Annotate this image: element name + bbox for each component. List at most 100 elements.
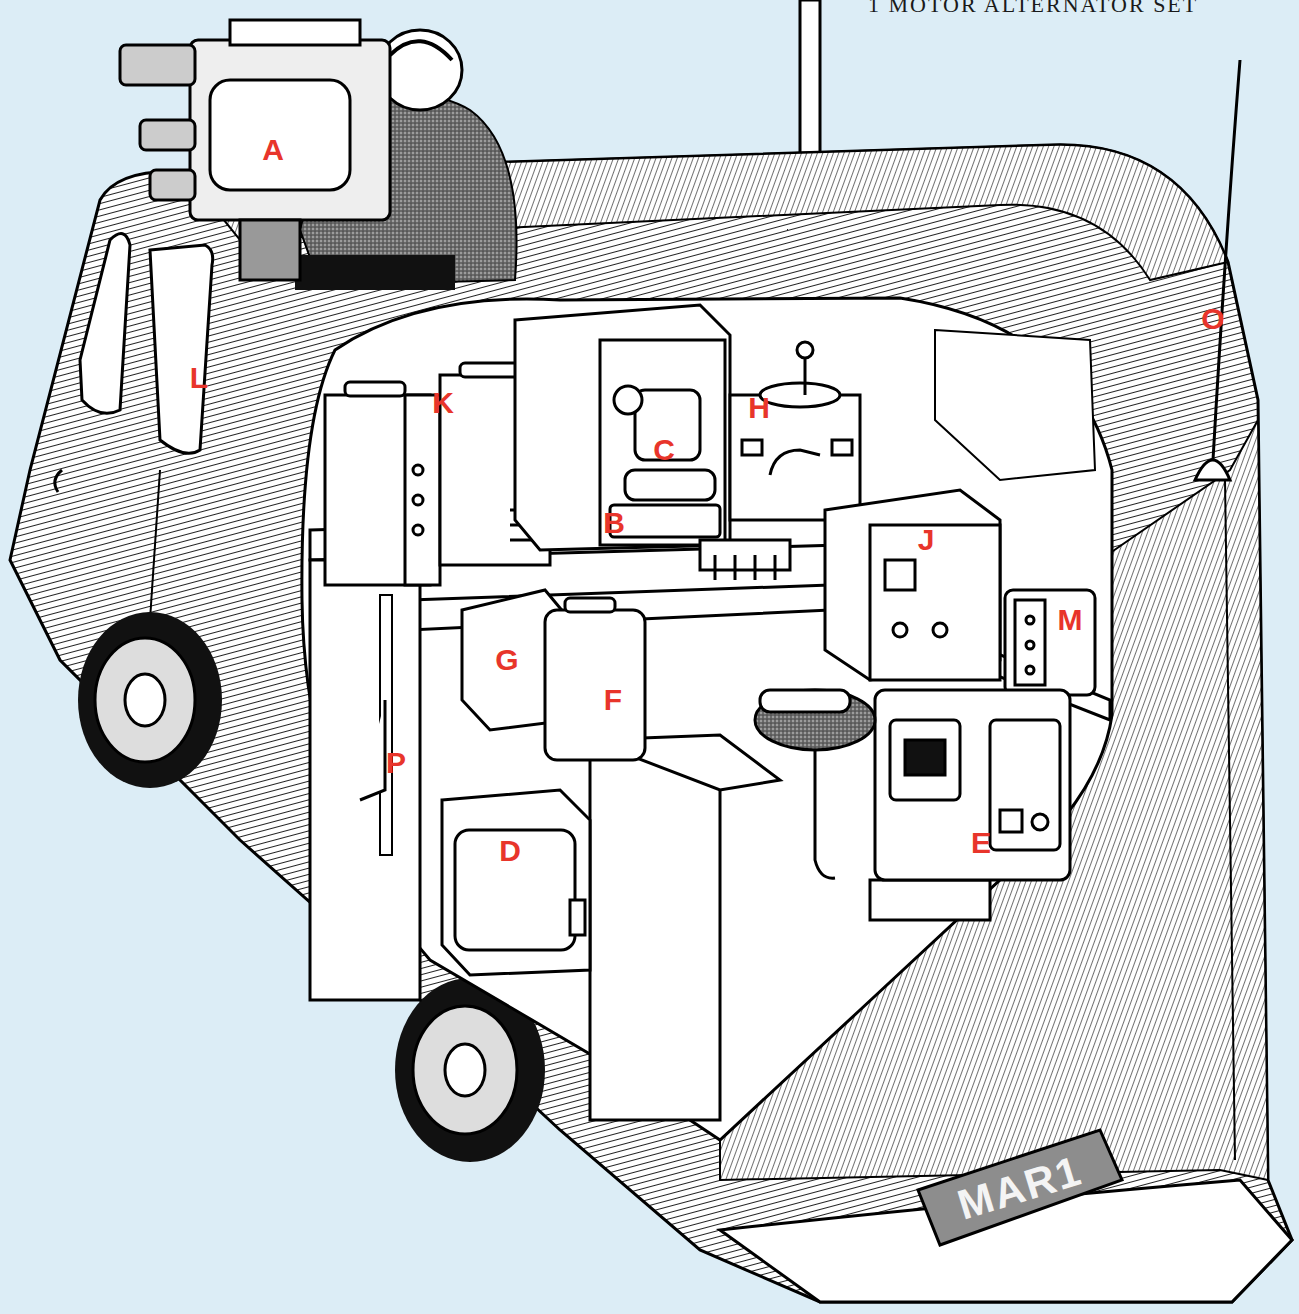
- side-window: [150, 245, 213, 453]
- callout-letter: M: [1058, 605, 1083, 635]
- drawing-part: [804, 355, 807, 395]
- bench: [310, 515, 1110, 1120]
- callout-letter: B: [603, 508, 625, 538]
- drawing-part: [190, 40, 390, 220]
- drawing-part: [755, 690, 875, 750]
- drawing-part: [413, 525, 423, 535]
- drawing-part: [515, 305, 730, 550]
- unit-e: [875, 690, 1070, 880]
- drawing-part: [95, 638, 195, 762]
- drawing-part: [754, 555, 757, 580]
- drawing-part: [295, 255, 455, 290]
- callout-letter: E: [971, 828, 991, 858]
- switch-panel: [700, 540, 790, 580]
- drawing-part: [240, 220, 300, 280]
- drawing-part: [565, 598, 615, 612]
- door-line: [150, 470, 160, 620]
- drawing-part: [870, 525, 1000, 680]
- drawing-part: [770, 450, 820, 475]
- whip-antenna: [1195, 60, 1240, 480]
- callout-letter: O: [1201, 304, 1224, 334]
- drawing-part: [714, 555, 717, 580]
- drawing-part: [1032, 814, 1048, 830]
- drawing-part: [870, 880, 990, 920]
- drawing-part: [774, 555, 777, 580]
- drawing-part: [455, 830, 575, 950]
- drawing-part: [545, 610, 645, 760]
- drawing-part: [1026, 616, 1034, 624]
- drawing-part: [832, 440, 852, 455]
- drawing-part: [1195, 460, 1230, 480]
- drawing-part: [885, 560, 915, 590]
- callout-letter: L: [190, 363, 208, 393]
- monitor-c: [515, 305, 730, 550]
- drawing-part: [893, 623, 907, 637]
- drawing-part: [310, 560, 420, 1000]
- drawing-part: [614, 386, 642, 414]
- callout-letter: G: [495, 645, 518, 675]
- drawing-part: [890, 720, 960, 800]
- rear-window: [935, 330, 1095, 480]
- windscreen: [80, 234, 130, 414]
- drawing-part: [905, 740, 945, 775]
- callout-letter: H: [748, 393, 770, 423]
- tv-camera: [120, 20, 390, 280]
- drawing-part: [990, 720, 1060, 850]
- drawing-part: [140, 120, 195, 150]
- drawing-part: [570, 900, 585, 935]
- callout-letter: C: [653, 435, 675, 465]
- callout-letter: P: [386, 748, 406, 778]
- drawing-part: [1000, 810, 1022, 832]
- callout-letter: A: [262, 135, 284, 165]
- drawing-part: [460, 363, 520, 377]
- callout-letter: F: [604, 685, 622, 715]
- unit-h: [730, 342, 860, 520]
- drawing-part: [734, 555, 737, 580]
- drawing-part: [1026, 666, 1034, 674]
- unit-f: [545, 598, 645, 760]
- drawing-part: [150, 170, 195, 200]
- lever-p: [360, 700, 385, 800]
- drawing-part: [413, 1006, 517, 1134]
- cutaway: [302, 298, 1112, 1140]
- callout-letter: D: [499, 836, 521, 866]
- van-body: [10, 145, 1292, 1302]
- callout-letter: K: [432, 388, 454, 418]
- drawing-part: [933, 623, 947, 637]
- front-wheel: [78, 612, 222, 788]
- drawing-part: [125, 674, 165, 726]
- drawing-part: [742, 440, 762, 455]
- drawing-part: [413, 465, 423, 475]
- unit-m: [1005, 590, 1095, 695]
- door-handle: [55, 470, 62, 492]
- rear-bumper: [720, 1130, 1292, 1302]
- number-plate: [918, 1130, 1122, 1245]
- drawing-part: [1005, 590, 1095, 695]
- drawing-part: [590, 740, 720, 1120]
- drawing-part: [230, 20, 360, 45]
- drawing-part: [625, 470, 715, 500]
- drawing-part: [405, 395, 440, 585]
- drawing-part: [442, 790, 590, 975]
- drawing-part: [390, 41, 452, 60]
- drawing-part: [1213, 60, 1240, 460]
- drawing-part: [413, 495, 423, 505]
- drawing-part: [360, 700, 385, 800]
- drawing-part: [610, 505, 720, 537]
- door-line: [1225, 480, 1235, 1160]
- drawing-part: [815, 750, 835, 878]
- drawing-part: [600, 340, 725, 545]
- drawing-part: [760, 383, 840, 407]
- seat: [755, 690, 875, 878]
- drawing-part: [875, 690, 1070, 880]
- legend-heading: 1 MOTOR ALTERNATOR SET: [868, 0, 1198, 16]
- drawing-part: [78, 612, 222, 788]
- drawing-part: [1015, 600, 1045, 685]
- unit-d: [442, 790, 590, 975]
- drawing-part: [120, 45, 195, 85]
- unit-j: [825, 490, 1000, 680]
- drawing-part: [760, 690, 850, 712]
